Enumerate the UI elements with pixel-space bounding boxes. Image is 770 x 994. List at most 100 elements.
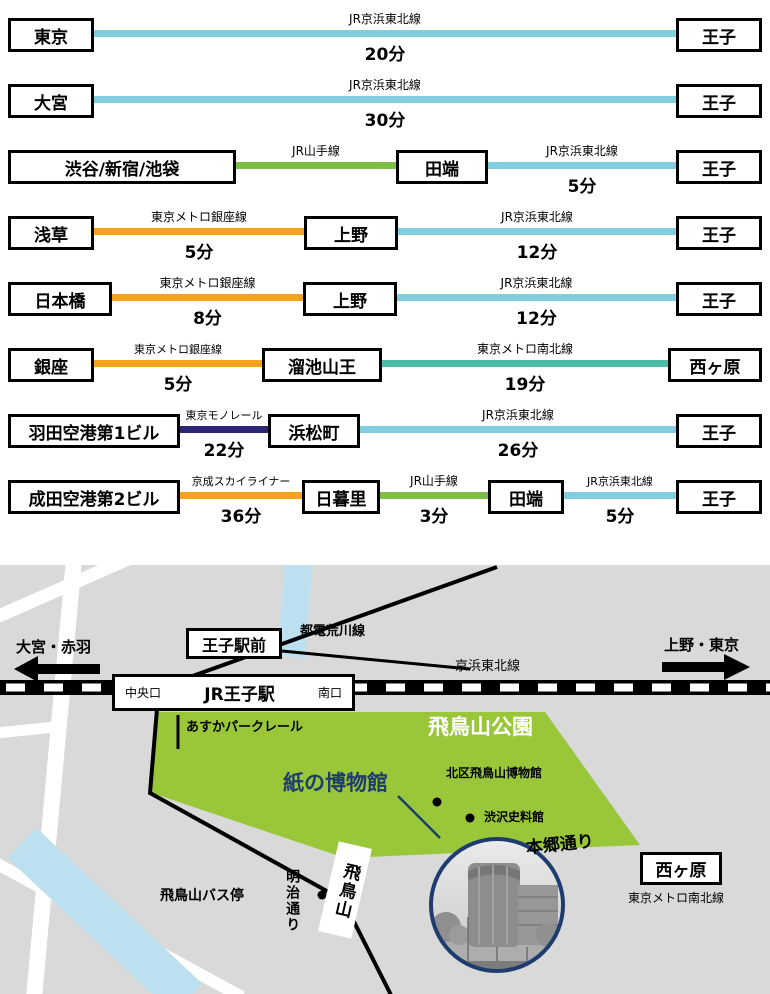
station-box: 渋谷/新宿/池袋 — [8, 150, 236, 184]
railway-dash — [538, 683, 557, 692]
duration-label: 3分 — [419, 507, 449, 527]
line-name-label: JR山手線 — [410, 474, 458, 488]
black-roads — [147, 565, 498, 994]
namboku-line-label: 東京メトロ南北線 — [628, 891, 725, 905]
meiji-dori-label: 明治通り — [284, 869, 301, 933]
line-bar — [112, 294, 303, 301]
asukayama-park-label: 飛鳥山公園 — [428, 715, 533, 739]
line-name-label: JR京浜東北線 — [500, 276, 573, 290]
railway-dash — [576, 683, 595, 692]
direction-omiya-akabane-label: 大宮・赤羽 — [16, 638, 92, 656]
jr-oji-station-label: JR王子駅 — [204, 685, 275, 705]
line-bar — [180, 492, 302, 499]
station-box: 東京 — [8, 18, 94, 52]
railway-dash — [424, 683, 443, 692]
line-bar — [360, 426, 676, 433]
line-name-label: JR京浜東北線 — [349, 12, 421, 26]
station-box: 成田空港第2ビル — [8, 480, 180, 514]
railway-dash — [728, 683, 747, 692]
line-bar — [94, 360, 262, 367]
arrow-left-icon — [14, 656, 100, 682]
route-segment: JR京浜東北線 12分 — [398, 207, 676, 263]
station-box: 田端 — [488, 480, 564, 514]
railway-dash — [386, 683, 405, 692]
station-box: 田端 — [396, 150, 488, 184]
duration-label: 5分 — [163, 375, 193, 395]
line-bar — [94, 30, 676, 37]
railway-dash — [614, 683, 633, 692]
duration-label: 20分 — [364, 45, 406, 65]
line-bar — [380, 492, 488, 499]
asukayama-park-area — [152, 712, 640, 858]
station-box: 大宮 — [8, 84, 94, 118]
line-bar — [397, 294, 676, 301]
line-bar — [398, 228, 676, 235]
line-name-label: JR山手線 — [292, 144, 340, 158]
museum-pointer-line — [397, 795, 441, 839]
road-north-diagonal — [161, 565, 498, 689]
route-segment: JR山手線 — [236, 141, 396, 193]
station-box: 王子 — [676, 18, 762, 52]
station-box: 溜池山王 — [262, 348, 382, 382]
station-box: 上野 — [304, 216, 398, 250]
keihin-tohoku-line-label: 京浜東北線 — [455, 659, 521, 674]
station-box: 西ヶ原 — [668, 348, 762, 382]
railway-dash — [6, 683, 25, 692]
station-box: 浜松町 — [268, 414, 360, 448]
line-name-label: 東京メトロ銀座線 — [150, 210, 247, 224]
line-name-label: 京成スカイライナー — [191, 475, 291, 488]
duration-label: 5分 — [567, 177, 597, 197]
arrow-right-icon — [662, 654, 750, 680]
route-segment: JR京浜東北線 30分 — [94, 75, 676, 131]
railway-dash — [44, 683, 63, 692]
line-bar — [564, 492, 676, 499]
railway-dash — [348, 683, 367, 692]
kita-museum-label: 北区飛鳥山博物館 — [446, 766, 543, 780]
line-bar — [180, 426, 268, 433]
railway-dash — [690, 683, 709, 692]
station-box: 王子 — [676, 150, 762, 184]
railway-dash — [766, 683, 770, 692]
route-segment: JR京浜東北線 5分 — [488, 141, 676, 197]
line-name-label: 東京メトロ銀座線 — [159, 276, 256, 290]
route-row: 成田空港第2ビル京成スカイライナー 36分 日暮里 JR山手線 3分 田端 JR京浜東北線 5… — [8, 464, 762, 530]
line-name-label: JR京浜東北線 — [587, 475, 653, 488]
duration-label: 5分 — [184, 243, 214, 263]
asukayama-bus-stop-label: 飛鳥山バス停 — [160, 888, 244, 904]
duration-label: 5分 — [605, 507, 635, 527]
line-name-label: JR京浜東北線 — [546, 144, 618, 158]
railway-dash — [82, 683, 101, 692]
duration-label: 12分 — [516, 243, 558, 263]
duration-label: 36分 — [220, 507, 262, 527]
duration-label: 30分 — [364, 111, 406, 131]
direction-ueno-tokyo-label: 上野・東京 — [664, 636, 740, 654]
route-segment: JR山手線 3分 — [380, 471, 488, 527]
poi-dot-kita-museum — [432, 797, 442, 807]
route-segment: 京成スカイライナー 36分 — [180, 471, 302, 527]
railway-dash — [652, 683, 671, 692]
station-box: 王子 — [676, 216, 762, 250]
toden-arakawa-label: 都電荒川線 — [300, 624, 366, 639]
line-bar — [236, 162, 396, 169]
line-name-label: JR京浜東北線 — [349, 78, 421, 92]
station-box: 銀座 — [8, 348, 94, 382]
area-map: 王子駅前 都電荒川線 大宮・赤羽 上野・東京 京浜東北線 中央口 JR王子駅 南… — [0, 565, 770, 994]
station-box: 日暮里 — [302, 480, 380, 514]
route-segment: JR京浜東北線 20分 — [94, 9, 676, 65]
line-bar — [94, 96, 676, 103]
asuka-park-rail-label: あすかパークレール — [186, 720, 304, 735]
line-bar — [488, 162, 676, 169]
station-box: 王子 — [676, 480, 762, 514]
line-name-label: JR京浜東北線 — [501, 210, 573, 224]
station-box: 王子 — [676, 282, 762, 316]
map-canvas — [0, 565, 770, 994]
